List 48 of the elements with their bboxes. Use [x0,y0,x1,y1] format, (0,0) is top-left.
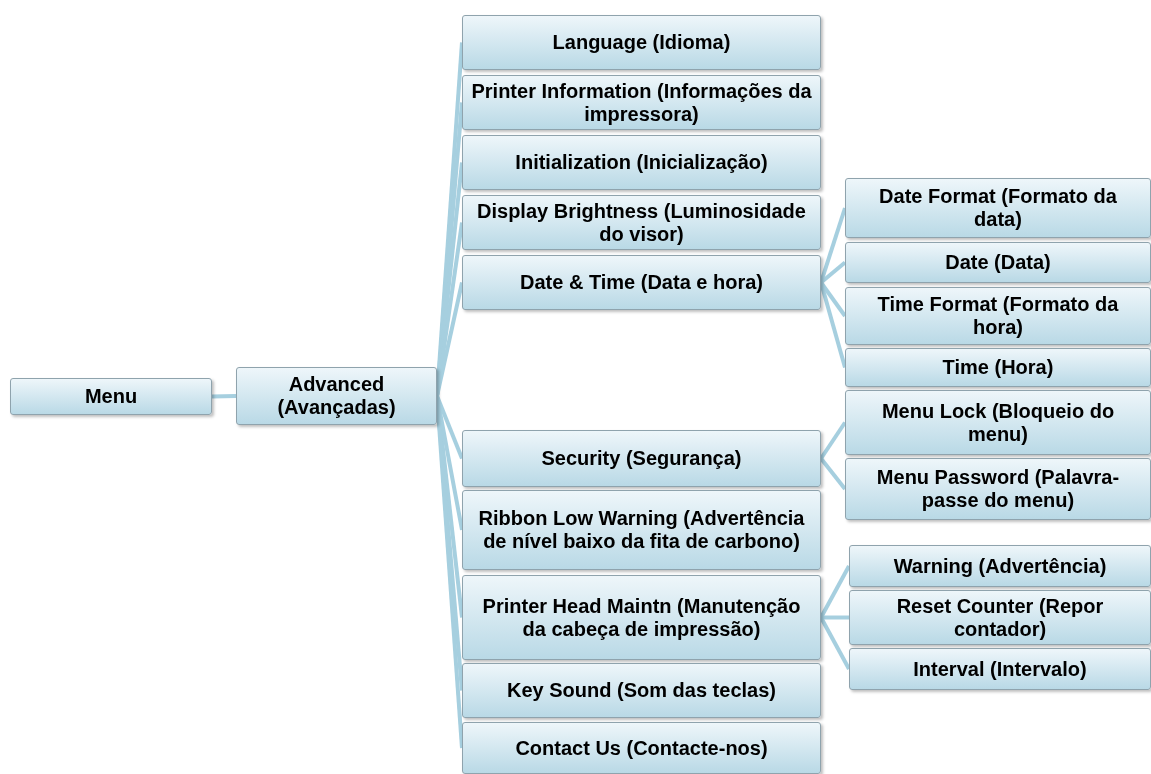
menu-item-label: Display Brightness (Luminosidade do visor) [476,199,807,246]
connector-line [819,457,847,491]
menu-item-label: Menu [84,385,138,408]
menu-item-box [462,135,821,190]
menu-item-label: Warning (Advertência) [893,554,1107,578]
connector-line [819,421,847,460]
menu-item-box [845,348,1151,387]
menu-item-box [849,648,1151,690]
menu-item-label: Time Format (Formato da hora) [876,293,1120,339]
connector-line [819,616,851,670]
menu-item-box [849,590,1151,645]
menu-item-label: Reset Counter (Repor contador) [895,594,1105,641]
menu-item-label: Key Sound (Som das teclas) [507,679,776,702]
menu-item-box [462,255,821,310]
menu-item-label: Date (Data) [945,251,1051,274]
menu-item-box [462,663,821,718]
menu-item-label: Printer Head Maintn (Manutenção da cabeça de impressão) [481,594,802,641]
menu-item-box [462,15,821,70]
menu-item-label: Advanced (Avançadas) [276,373,397,419]
menu-item-box [845,458,1151,520]
menu-item-label: Security (Segurança) [541,447,742,470]
menu-item-box [462,722,821,774]
menu-item-box [462,490,821,570]
menu-item-label: Interval (Intervalo) [913,657,1087,681]
menu-item-box [462,195,821,250]
menu-item-box [845,242,1151,283]
connector-line [821,615,849,620]
menu-item-label: Contact Us (Contacte-nos) [515,736,768,760]
menu-item-box [462,575,821,660]
menu-item-box [462,75,821,130]
connector-line [211,394,237,399]
menu-item-box [236,367,437,425]
menu-item-box [845,287,1151,345]
menu-item-box [462,430,821,487]
menu-item-box [845,178,1151,238]
menu-item-label: Menu Password (Palavra-passe do menu) [875,466,1121,512]
menu-item-label: Language (Idioma) [552,31,731,54]
menu-item-box [845,390,1151,455]
menu-item-label: Initialization (Inicialização) [515,151,768,174]
menu-item-label: Ribbon Low Warning (Advertência de nível baixo da fita de carbono) [477,507,806,553]
menu-item-label: Printer Information (Informações da impressora) [471,79,812,126]
menu-item-label: Menu Lock (Bloqueio do menu) [880,399,1116,446]
connector-line [819,565,851,619]
menu-item-label: Time (Hora) [942,356,1054,379]
menu-item-box [10,378,212,415]
menu-item-label: Date Format (Formato da data) [878,185,1118,231]
menu-item-label: Date & Time (Data e hora) [520,271,763,294]
menu-item-box [849,545,1151,587]
